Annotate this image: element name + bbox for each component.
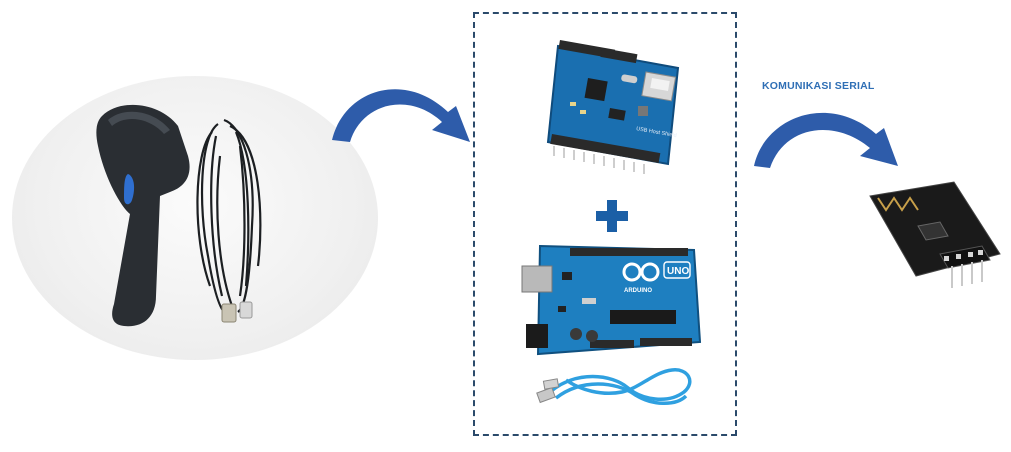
arduino-brand-text: ARDUINO [624,288,652,294]
usb-host-shield-icon: USB Host Shield [546,40,680,174]
serial-communication-label: KOMUNIKASI SERIAL [762,80,875,92]
flow-arrow-arduino-to-esp [754,112,898,168]
scanner-background [12,76,378,360]
barcode-scanner-icon [96,104,262,327]
usb-cable-icon [536,368,692,405]
plus-icon [596,200,628,232]
flow-arrow-scanner-to-arduino [332,89,470,142]
esp8266-module-icon [869,181,1001,288]
hardware-group-box [473,12,737,436]
arduino-uno-icon: ARDUINO UNO [521,244,702,356]
arduino-uno-text: UNO [667,266,689,277]
